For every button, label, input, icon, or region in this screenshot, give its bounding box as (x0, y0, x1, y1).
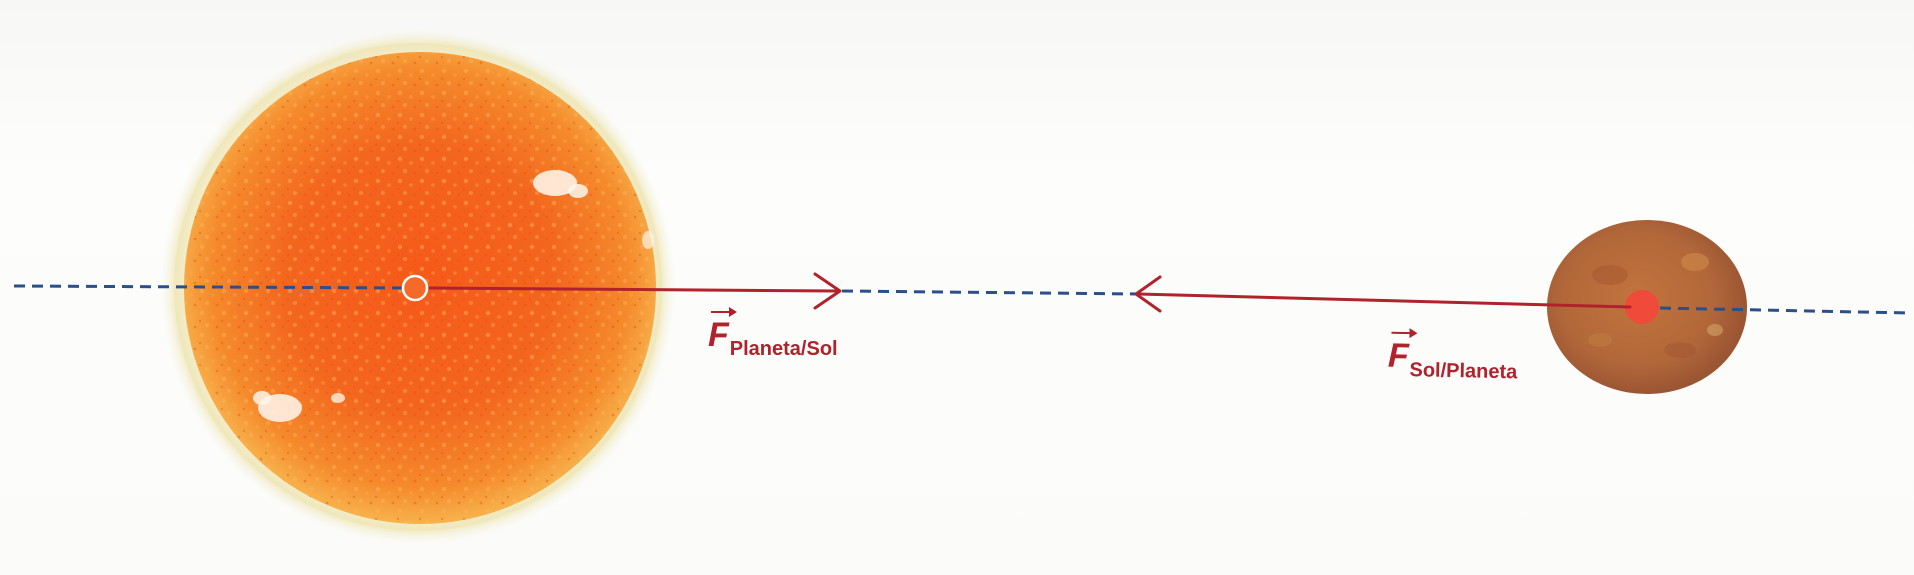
axis-dashed-segment (1659, 306, 1911, 315)
force-arrow-head (813, 272, 842, 310)
planet-surface-mark (1681, 253, 1709, 271)
force-arrow-shaft (428, 286, 840, 293)
force-symbol: F (708, 307, 737, 354)
force-arrow-planeta-sol (428, 272, 842, 310)
planet-surface-mark (1707, 324, 1723, 336)
sun-center-marker (401, 274, 429, 302)
force-symbol: F (1387, 336, 1410, 376)
center-line (13, 284, 1911, 315)
axis-dashed-segment (13, 284, 409, 290)
sun-bright-spot (253, 391, 271, 405)
sun-bright-spot (568, 184, 588, 198)
force-subscript: Sol/Planeta (1409, 359, 1518, 384)
force-label-planeta-sol: FPlaneta/Sol (708, 307, 838, 359)
sun-bright-spot (331, 393, 345, 403)
planet-surface-mark (1592, 265, 1628, 285)
sun-bright-spot (642, 231, 654, 249)
planet-center (1625, 290, 1659, 324)
planet (1547, 220, 1747, 394)
force-arrow-head (1134, 275, 1162, 313)
force-label-sol-planeta: FSol/Planeta (1387, 336, 1518, 384)
planet-surface-mark (1664, 342, 1696, 358)
sun-bright-spot (533, 170, 577, 196)
force-arrow-sol-planeta (1134, 275, 1632, 313)
force-subscript: Planeta/Sol (729, 338, 838, 360)
planet-surface-mark (1588, 333, 1612, 347)
force-arrow-shaft (1136, 292, 1632, 309)
axis-dashed-segment (841, 289, 1141, 296)
